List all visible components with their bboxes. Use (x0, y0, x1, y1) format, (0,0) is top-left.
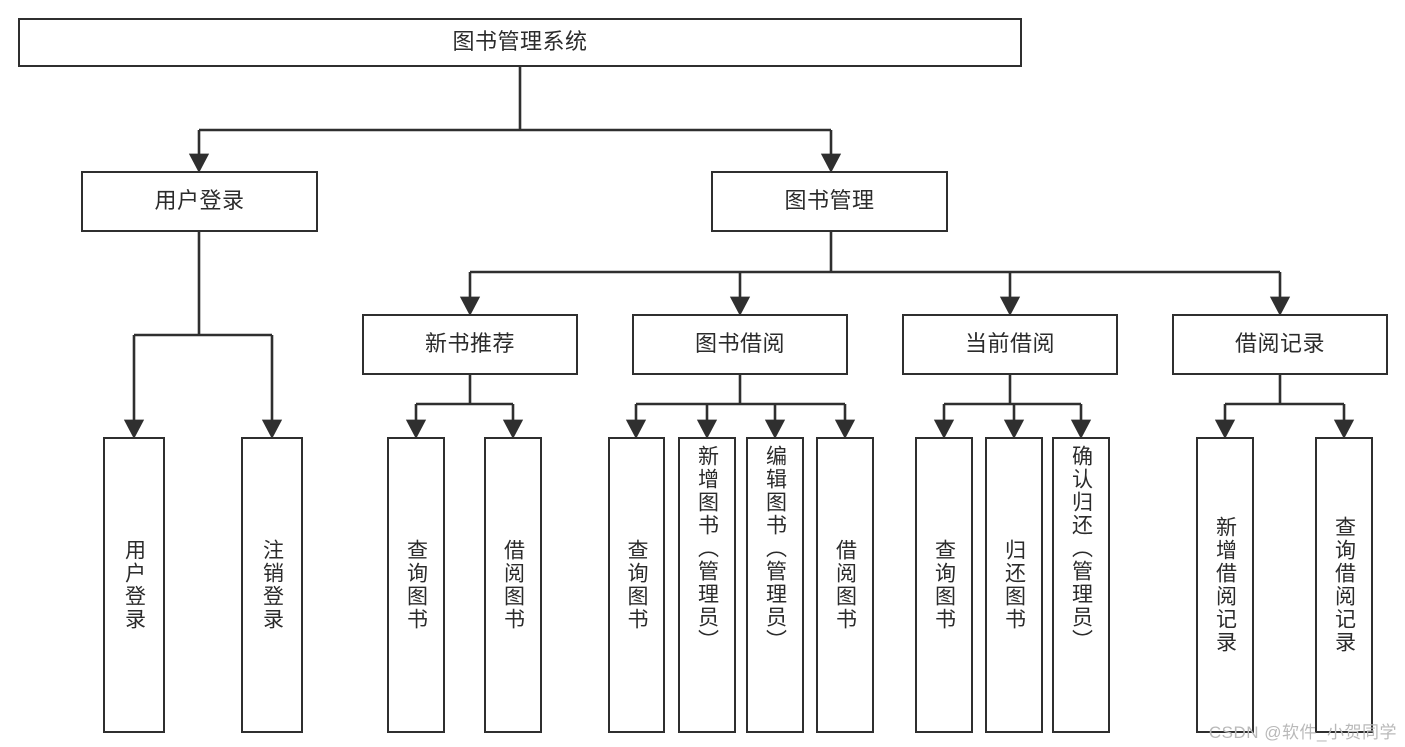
node-leaf-confirm-return-admin[interactable]: 确认归还（管理员） (1052, 437, 1110, 733)
node-leaf-borrow-book-rec[interactable]: 借阅图书 (484, 437, 542, 733)
node-leaf-add-book-admin[interactable]: 新增图书（管理员） (678, 437, 736, 733)
node-borrow-record-label: 借阅记录 (1234, 331, 1325, 357)
node-leaf-borrow-book-label: 借阅图书 (833, 539, 857, 631)
node-leaf-add-borrow-record[interactable]: 新增借阅记录 (1196, 437, 1254, 733)
node-leaf-query-borrow-record[interactable]: 查询借阅记录 (1315, 437, 1373, 733)
node-leaf-query-book-borrow-label: 查询图书 (625, 539, 648, 631)
node-leaf-query-book-rec[interactable]: 查询图书 (387, 437, 445, 733)
node-book-management-label: 图书管理 (784, 188, 875, 214)
node-leaf-borrow-book-rec-label: 借阅图书 (501, 539, 525, 631)
watermark-credit: CSDN @软件_小贺同学 (1208, 723, 1397, 742)
node-user-login[interactable]: 用户登录 (81, 171, 318, 232)
node-current-borrow[interactable]: 当前借阅 (902, 314, 1118, 375)
node-leaf-return-book-label: 归还图书 (1002, 539, 1026, 631)
node-leaf-return-book[interactable]: 归还图书 (985, 437, 1043, 733)
node-leaf-query-book-borrow[interactable]: 查询图书 (608, 437, 665, 733)
node-root[interactable]: 图书管理系统 (18, 18, 1022, 67)
node-new-book-recommend-label: 新书推荐 (424, 331, 515, 357)
node-leaf-borrow-book[interactable]: 借阅图书 (816, 437, 874, 733)
node-leaf-add-borrow-record-label: 新增借阅记录 (1213, 516, 1237, 654)
node-user-login-label: 用户登录 (154, 188, 245, 214)
node-leaf-user-login[interactable]: 用户登录 (103, 437, 165, 733)
node-book-management[interactable]: 图书管理 (711, 171, 948, 232)
node-leaf-query-book-current-label: 查询图书 (932, 539, 956, 631)
node-leaf-user-login-label: 用户登录 (122, 539, 146, 631)
node-book-borrow[interactable]: 图书借阅 (632, 314, 848, 375)
node-leaf-query-borrow-record-label: 查询借阅记录 (1332, 516, 1356, 654)
node-leaf-edit-book-admin[interactable]: 编辑图书（管理员） (746, 437, 804, 733)
node-leaf-logout-label: 注销登录 (260, 539, 284, 631)
node-book-borrow-label: 图书借阅 (694, 331, 785, 357)
node-leaf-query-book-rec-label: 查询图书 (404, 539, 428, 631)
node-current-borrow-label: 当前借阅 (964, 331, 1055, 357)
node-leaf-add-book-admin-label: 新增图书（管理员） (695, 445, 719, 652)
node-borrow-record[interactable]: 借阅记录 (1172, 314, 1388, 375)
node-leaf-logout[interactable]: 注销登录 (241, 437, 303, 733)
node-root-label: 图书管理系统 (452, 29, 588, 55)
node-new-book-recommend[interactable]: 新书推荐 (362, 314, 578, 375)
node-leaf-edit-book-admin-label: 编辑图书（管理员） (763, 445, 787, 652)
node-leaf-confirm-return-admin-label: 确认归还（管理员） (1069, 445, 1093, 652)
node-leaf-query-book-current[interactable]: 查询图书 (915, 437, 973, 733)
